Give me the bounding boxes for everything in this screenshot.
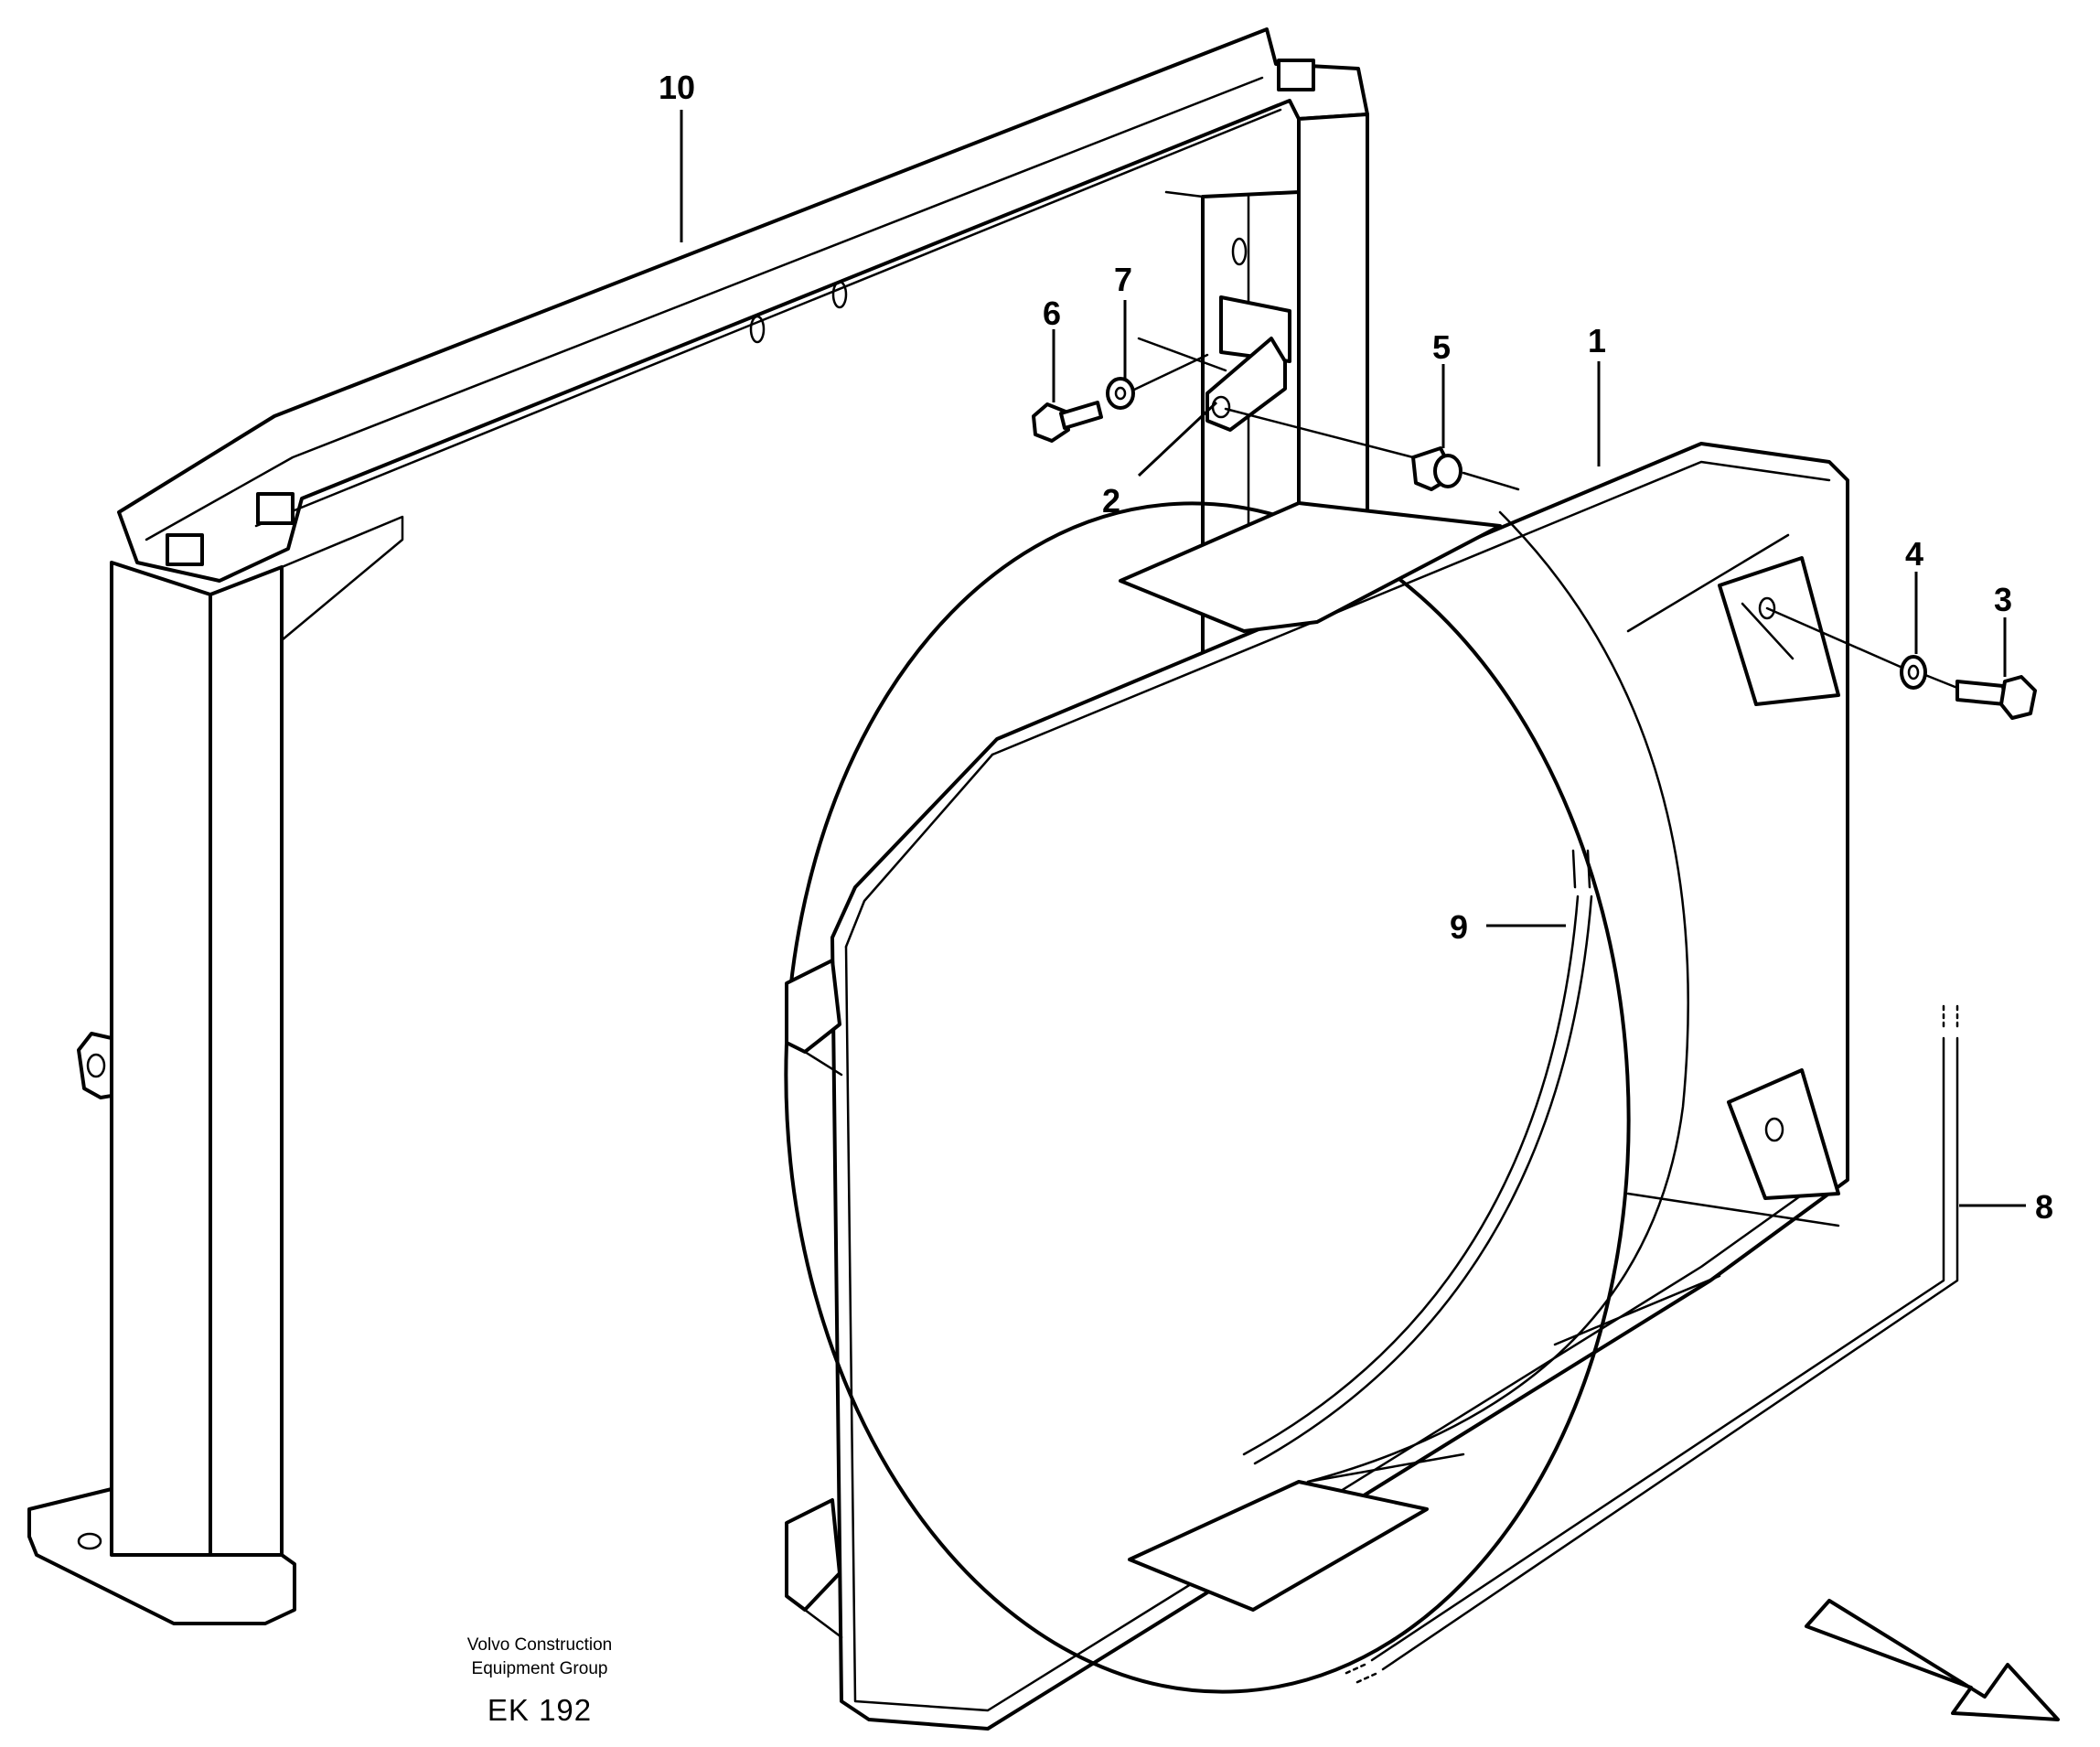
callout-5: 5 xyxy=(1432,328,1451,366)
fasteners xyxy=(1032,337,2037,720)
manufacturer-caption: Volvo Construction Equipment Group EK 19… xyxy=(430,1634,649,1731)
fan-shroud xyxy=(784,442,1849,1731)
callout-8: 8 xyxy=(2035,1188,2053,1226)
callout-2: 2 xyxy=(1102,482,1120,520)
callout-3: 3 xyxy=(1994,581,2012,618)
callout-10: 10 xyxy=(659,69,695,106)
drawing-code: EK 192 xyxy=(487,1693,593,1727)
support-frame xyxy=(27,27,1383,1625)
edge-seal xyxy=(1343,1004,1959,1685)
callout-6: 6 xyxy=(1043,295,1061,332)
callout-1: 1 xyxy=(1588,322,1606,359)
leader-lines xyxy=(680,110,2026,1207)
callout-7: 7 xyxy=(1114,261,1132,298)
caption-line-1: Volvo Construction xyxy=(466,1635,613,1655)
caption-line-2: Equipment Group xyxy=(471,1659,608,1678)
callout-4: 4 xyxy=(1905,535,1923,573)
callout-9: 9 xyxy=(1450,908,1468,946)
direction-arrow xyxy=(1805,1599,2060,1721)
